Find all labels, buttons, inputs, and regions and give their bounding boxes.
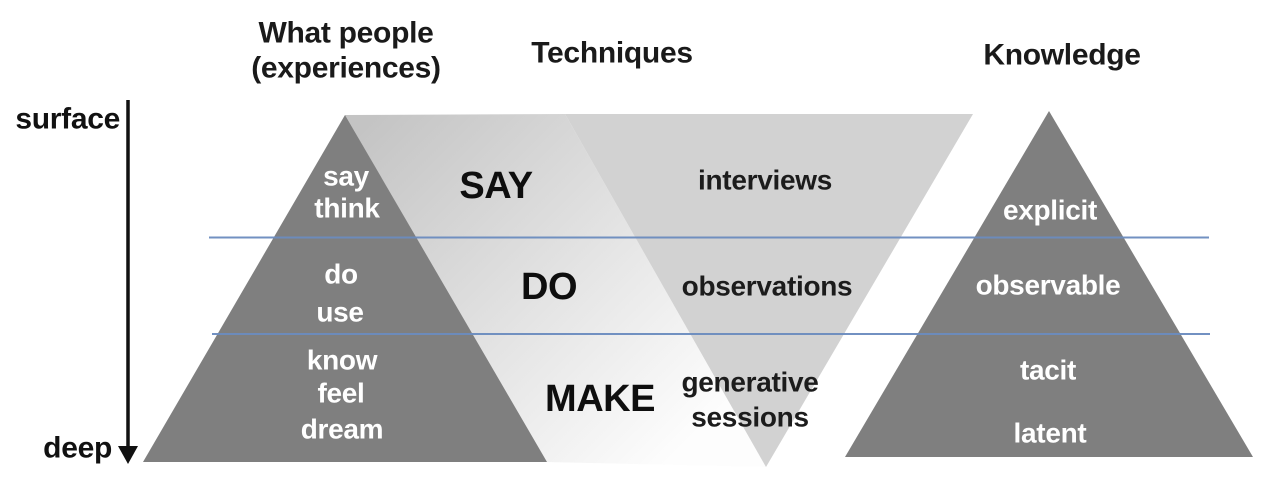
- experience-label-feel: feel: [317, 378, 364, 409]
- axis-label-deep: deep: [43, 432, 112, 465]
- experience-label-dream: dream: [301, 414, 384, 445]
- experiences-triangle-shape: [143, 115, 547, 462]
- header-what-people-line1: What people: [258, 17, 433, 50]
- experience-label-know: know: [307, 345, 378, 376]
- technique-label-interviews: interviews: [698, 165, 832, 196]
- knowledge-label-observable: observable: [976, 270, 1121, 301]
- knowledge-triangle-shape: [845, 111, 1253, 457]
- mode-label-do: DO: [521, 266, 577, 308]
- technique-label-sessions: sessions: [691, 402, 808, 433]
- axis-label-surface: surface: [15, 103, 120, 136]
- header-knowledge: Knowledge: [983, 39, 1140, 72]
- technique-label-generative: generative: [681, 367, 818, 398]
- knowledge-label-latent: latent: [1014, 418, 1087, 449]
- experience-label-use: use: [316, 297, 363, 328]
- mode-label-say: SAY: [459, 165, 532, 207]
- experience-label-think: think: [314, 193, 380, 224]
- mode-label-make: MAKE: [545, 378, 655, 420]
- techniques-inverted-triangle-shape: [565, 114, 973, 467]
- experience-label-do: do: [324, 259, 358, 290]
- depth-axis-arrowhead-icon: [118, 446, 138, 464]
- header-what-people-line2: (experiences): [251, 52, 441, 85]
- experience-label-say: say: [323, 161, 370, 192]
- knowledge-label-tacit: tacit: [1020, 355, 1076, 386]
- modes-band-shape: [345, 114, 766, 467]
- header-techniques: Techniques: [531, 37, 692, 70]
- technique-label-observations: observations: [682, 271, 853, 302]
- knowledge-label-explicit: explicit: [1003, 195, 1097, 226]
